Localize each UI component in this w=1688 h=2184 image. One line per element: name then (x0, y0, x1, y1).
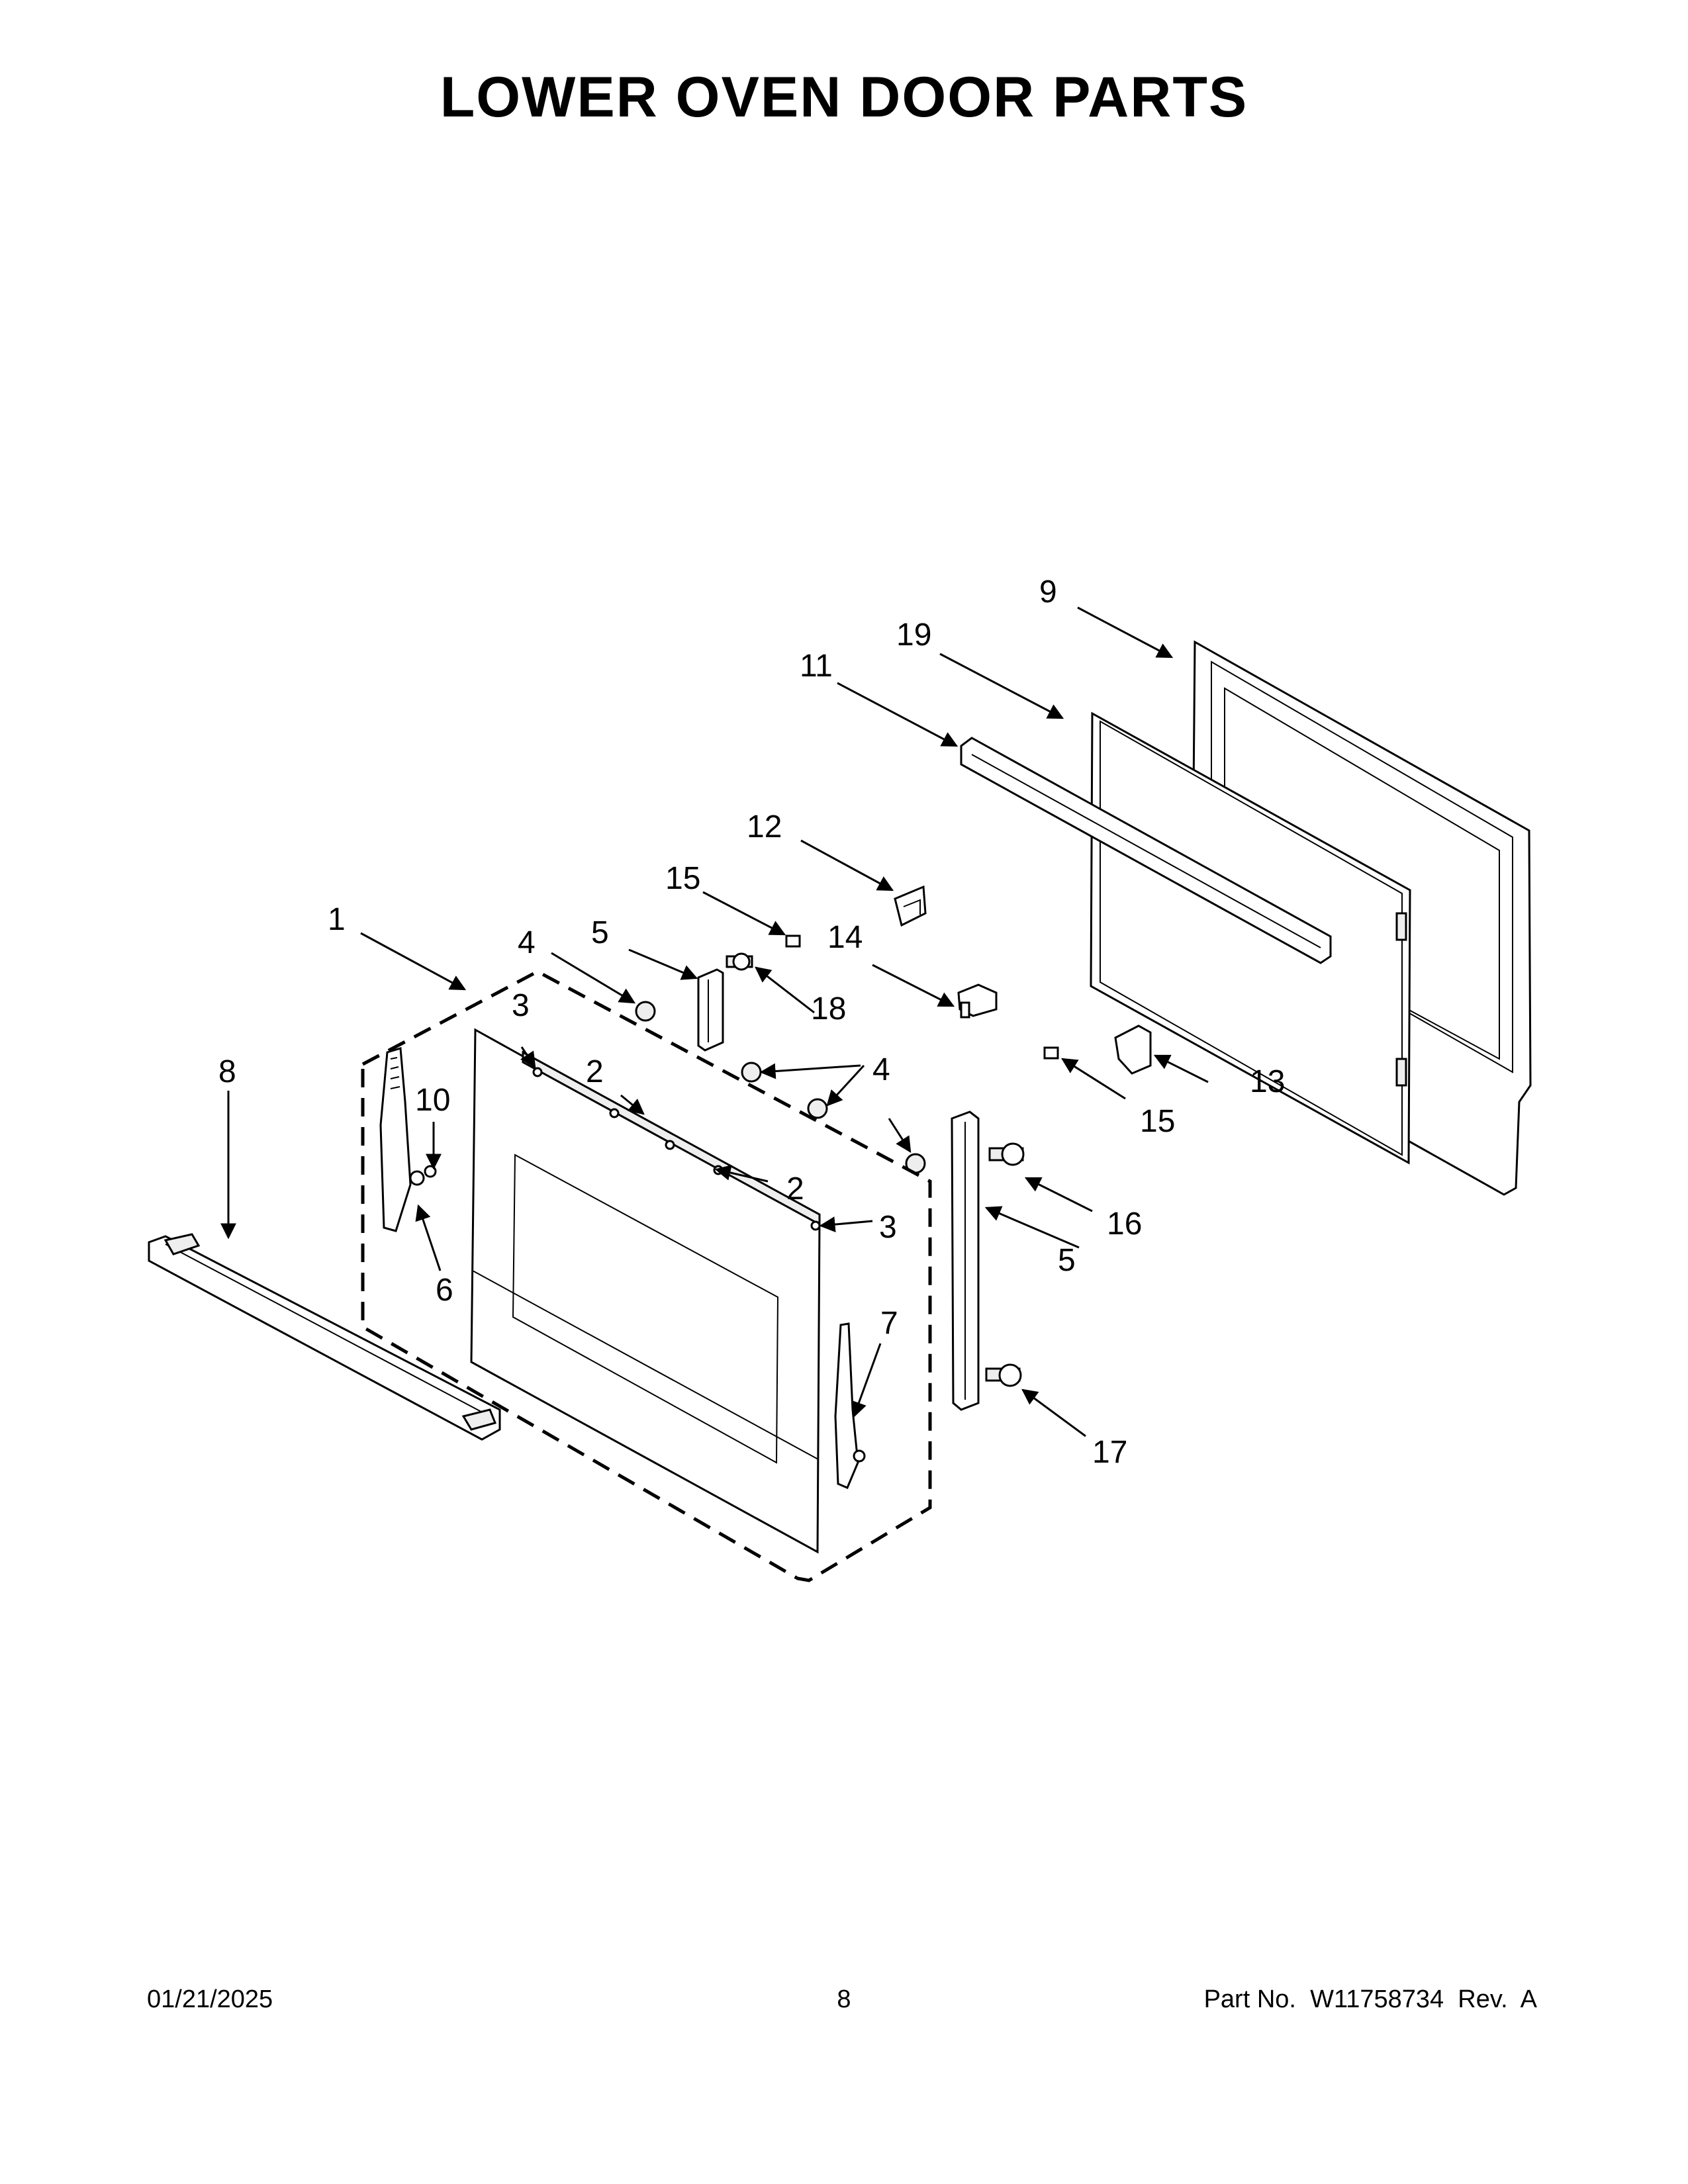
callout-5-left: 5 (591, 915, 609, 950)
callout-16: 16 (1107, 1206, 1142, 1242)
callout-6: 6 (436, 1273, 453, 1308)
callout-12: 12 (747, 809, 782, 844)
part-11-top-channel (960, 737, 1332, 964)
callout-4-right: 4 (872, 1052, 890, 1087)
footer-part-number: Part No. W11758734 Rev. A (1203, 1985, 1537, 2013)
part-1-door-assembly-outline (361, 970, 932, 1582)
leader-lines (220, 606, 1209, 1437)
part-4-bumper-b (741, 1062, 762, 1083)
callout-15-right: 15 (1140, 1104, 1175, 1139)
callout-2-top: 2 (586, 1054, 604, 1089)
part-5-rail-left (697, 968, 724, 1052)
part-18-screw (726, 952, 753, 971)
callout-19: 19 (896, 617, 931, 653)
part-15-pad-top (785, 934, 801, 948)
part-12-bracket (894, 885, 927, 927)
callout-7: 7 (880, 1306, 898, 1341)
callout-2-bottom: 2 (786, 1171, 804, 1206)
part-4-bumper-c (807, 1098, 828, 1119)
part-15-pad-right (1043, 1046, 1059, 1060)
callout-13: 13 (1250, 1064, 1285, 1099)
footer-page-number: 8 (837, 1985, 851, 2013)
part-16-screw (988, 1142, 1025, 1166)
part-6-hinge-left (379, 1047, 437, 1232)
part-17-screw (985, 1363, 1022, 1387)
footer-date: 01/21/2025 (147, 1985, 273, 2013)
part-19-inner-glass (1090, 711, 1411, 1165)
part-8-bottom-trim (148, 1233, 501, 1441)
callout-3-bottom: 3 (879, 1210, 897, 1245)
callout-labels: 9 19 11 12 15 14 5 4 1 18 13 15 4 3 2 2 … (218, 574, 1285, 1470)
callout-9: 9 (1039, 574, 1057, 610)
callout-11: 11 (800, 649, 833, 684)
callout-8: 8 (218, 1054, 236, 1089)
callout-5-right: 5 (1058, 1243, 1076, 1278)
callout-1: 1 (328, 902, 346, 937)
part-4-bumper-a (635, 1001, 656, 1022)
part-14-clip (957, 983, 998, 1019)
callout-4-left: 4 (518, 925, 536, 960)
callout-17: 17 (1092, 1435, 1127, 1470)
part-7-hinge-right (834, 1322, 866, 1489)
page-title: LOWER OVEN DOOR PARTS (440, 66, 1248, 129)
callout-10: 10 (415, 1083, 450, 1118)
callout-3-top: 3 (512, 988, 530, 1023)
callout-18: 18 (811, 991, 846, 1026)
door-front-panel (470, 1028, 821, 1554)
part-13-bracket (1114, 1024, 1152, 1075)
callout-14: 14 (827, 920, 863, 955)
part-5-rail-right (951, 1111, 980, 1411)
callout-15-top: 15 (665, 861, 700, 896)
